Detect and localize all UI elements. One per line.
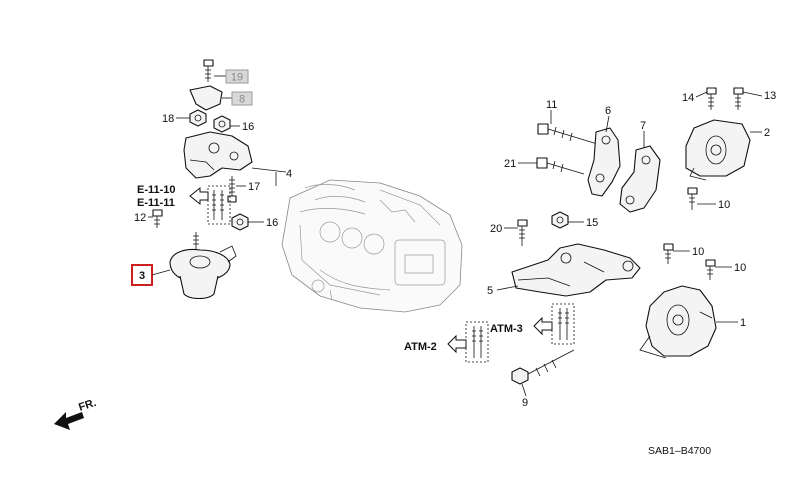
nut-15 — [551, 211, 569, 229]
part-number-10-c[interactable]: 10 — [734, 262, 746, 274]
part-number-10-b[interactable]: 10 — [692, 246, 704, 258]
bolt-12 — [152, 209, 163, 228]
atm3-arrow — [533, 316, 553, 336]
nut-16-lower — [231, 213, 249, 231]
part-number-8[interactable]: 8 — [239, 94, 245, 106]
diagram-code: SAB1–B4700 — [648, 445, 711, 457]
part-number-1[interactable]: 1 — [740, 317, 746, 329]
part-number-21[interactable]: 21 — [504, 158, 516, 170]
part-number-6[interactable]: 6 — [605, 105, 611, 117]
nut-18 — [189, 109, 207, 127]
stud-group-box — [207, 185, 231, 225]
bolt-10-b — [663, 243, 674, 264]
bolt-20 — [517, 219, 528, 246]
part-number-7[interactable]: 7 — [640, 120, 646, 132]
ref-atm-3[interactable]: ATM-3 — [490, 323, 523, 335]
part-number-11[interactable]: 11 — [546, 99, 557, 111]
bracket-7 — [619, 145, 661, 213]
part-number-10-a[interactable]: 10 — [718, 199, 730, 211]
part-number-5[interactable]: 5 — [487, 285, 493, 297]
front-label: FR. — [77, 397, 98, 414]
part-19-box — [225, 69, 249, 84]
ref-e-11-10[interactable]: E-11-10 — [137, 184, 176, 196]
part-number-9[interactable]: 9 — [522, 397, 528, 409]
mount-1 — [639, 285, 717, 359]
atm3-stud-box — [551, 303, 575, 345]
bolt-14 — [706, 87, 717, 110]
mount-2 — [685, 119, 751, 181]
part-number-3[interactable]: 3 — [139, 270, 145, 282]
front-arrow-icon — [54, 412, 84, 430]
part-number-17[interactable]: 17 — [248, 181, 260, 193]
atm2-stud-box — [465, 321, 489, 363]
ref-e-11-11[interactable]: E-11-11 — [137, 197, 175, 209]
stud-17 — [227, 176, 237, 203]
engine-illustration — [281, 179, 463, 313]
bolt-19 — [203, 59, 214, 82]
atm2-arrow — [447, 334, 467, 354]
engine-mount-3 — [169, 232, 237, 300]
bolt-9 — [511, 349, 575, 385]
bracket-6 — [587, 127, 621, 197]
bracket-8 — [189, 85, 223, 111]
part-number-14[interactable]: 14 — [682, 92, 694, 104]
bracket-5 — [511, 243, 641, 297]
part-8-box — [231, 91, 253, 106]
part-number-16-top[interactable]: 16 — [242, 121, 254, 133]
part-number-20[interactable]: 20 — [490, 223, 502, 235]
ref-arrow-left — [189, 186, 209, 206]
bolt-11 — [537, 123, 605, 147]
part-number-16-lower[interactable]: 16 — [266, 217, 278, 229]
stud-pair — [212, 190, 224, 220]
part-number-2[interactable]: 2 — [764, 127, 770, 139]
bolt-13 — [733, 87, 744, 110]
nut-16-top — [213, 115, 231, 133]
ref-atm-2[interactable]: ATM-2 — [404, 341, 437, 353]
part-number-12[interactable]: 12 — [134, 212, 146, 224]
bracket-4 — [183, 131, 253, 179]
bolt-21 — [536, 157, 585, 175]
part-number-18[interactable]: 18 — [162, 113, 174, 125]
part-number-13[interactable]: 13 — [764, 90, 776, 102]
bolt-10-c — [705, 259, 716, 280]
part-number-19[interactable]: 19 — [231, 72, 243, 84]
part-number-4[interactable]: 4 — [286, 168, 292, 180]
bolt-10-a — [687, 187, 698, 210]
part-number-15[interactable]: 15 — [586, 217, 598, 229]
